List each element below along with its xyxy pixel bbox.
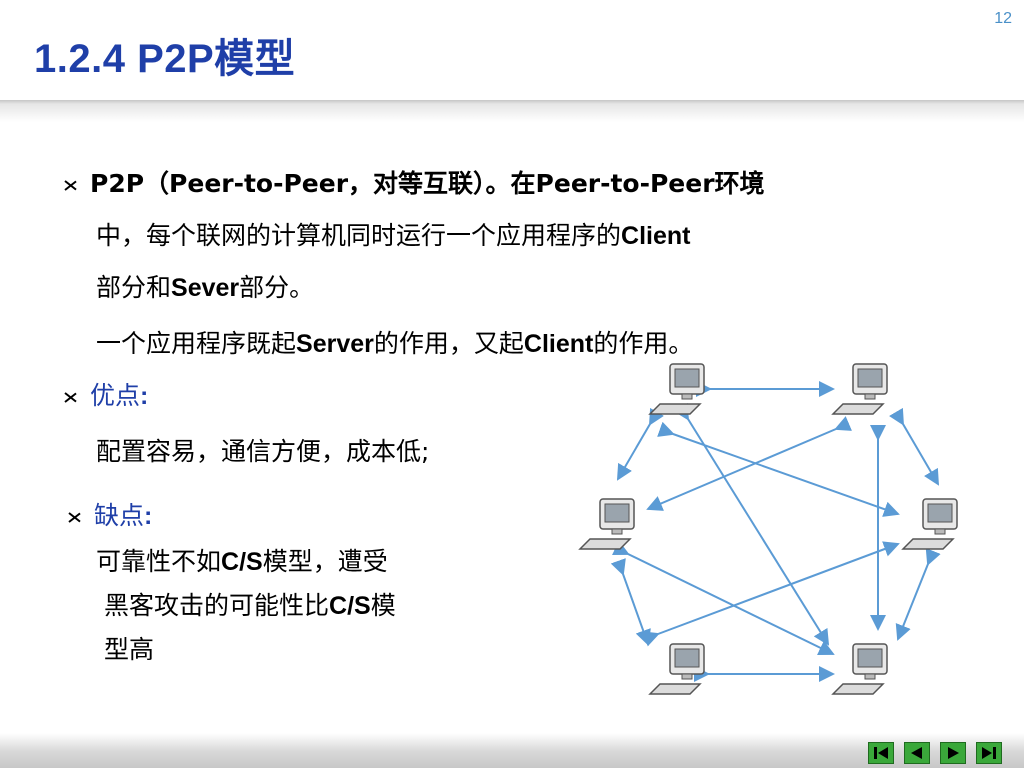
p2p-line1: P2P（Peer-to-Peer，对等互联）。在Peer-to-Peer环境 [90, 169, 765, 198]
p2p-sub-line: 一个应用程序既起Server的作用，又起Client的作用。 [96, 318, 996, 370]
p2p-line3-a: 部分和 [96, 273, 172, 302]
disadvantages-line3: 型高 [104, 635, 155, 664]
computer-icon [902, 498, 958, 550]
disadvantages-label: 缺点 [94, 501, 145, 530]
disadvantages-line1: 可靠性不如C/S模型，遭受 [96, 542, 388, 582]
advantages-heading: 优点: [64, 370, 148, 422]
previous-icon [911, 747, 922, 759]
last-slide-button[interactable] [976, 742, 1002, 764]
p2p-line3-b: 部分。 [239, 273, 315, 302]
connection-arrows [610, 381, 941, 682]
computer-icon [649, 363, 705, 415]
dis-l2-a: 黑客攻击的可能性比 [104, 591, 330, 620]
slide-number: 12 [994, 10, 1012, 27]
sub-a: 一个应用程序既起 [96, 329, 297, 358]
next-icon [948, 747, 959, 759]
sub-server-word: Server [296, 330, 374, 358]
computer-icon [649, 643, 705, 695]
dis-l2-cs: C/S [329, 592, 371, 620]
p2p-sever-word: Sever [171, 274, 240, 302]
p2p-network-diagram [579, 363, 958, 695]
dis-l2-c: 模 [370, 591, 396, 620]
dis-l1-cs: C/S [221, 548, 263, 576]
last-icon [982, 747, 996, 759]
bullet-arrow-icon [64, 176, 78, 194]
previous-slide-button[interactable] [904, 742, 930, 764]
dis-l1-c: 模型，遭受 [262, 547, 388, 576]
first-icon [874, 747, 888, 759]
computer-icon [832, 363, 888, 415]
p2p-line2: 中，每个联网的计算机同时运行一个应用程序的Client [96, 210, 996, 262]
computer-icon [832, 643, 888, 695]
slide-title: 1.2.4 P2P模型 [34, 37, 296, 81]
bullet-p2p: P2P（Peer-to-Peer，对等互联）。在Peer-to-Peer环境 [64, 158, 994, 210]
next-slide-button[interactable] [940, 742, 966, 764]
sub-client-word: Client [523, 330, 594, 358]
disadvantages-heading: 缺点: [68, 490, 152, 542]
navigation-bar [0, 733, 1024, 768]
disadvantages-colon: : [144, 502, 153, 530]
sub-c: 的作用，又起 [373, 329, 524, 358]
dis-l1-a: 可靠性不如 [96, 547, 222, 576]
computer-icon [579, 498, 635, 550]
p2p-client-word: Client [621, 222, 691, 250]
p2p-line3: 部分和Sever部分。 [96, 262, 996, 314]
advantages-label: 优点 [90, 381, 141, 410]
sub-e: 的作用。 [593, 329, 694, 358]
bullet-arrow-icon [64, 388, 78, 406]
p2p-line2-text: 中，每个联网的计算机同时运行一个应用程序的 [96, 221, 622, 250]
first-slide-button[interactable] [868, 742, 894, 764]
title-divider [0, 100, 1024, 122]
advantages-text: 配置容易，通信方便，成本低; [96, 437, 430, 466]
advantages-colon: : [140, 382, 149, 410]
bullet-arrow-icon [68, 508, 82, 526]
disadvantages-line2: 黑客攻击的可能性比C/S模 [104, 586, 396, 626]
